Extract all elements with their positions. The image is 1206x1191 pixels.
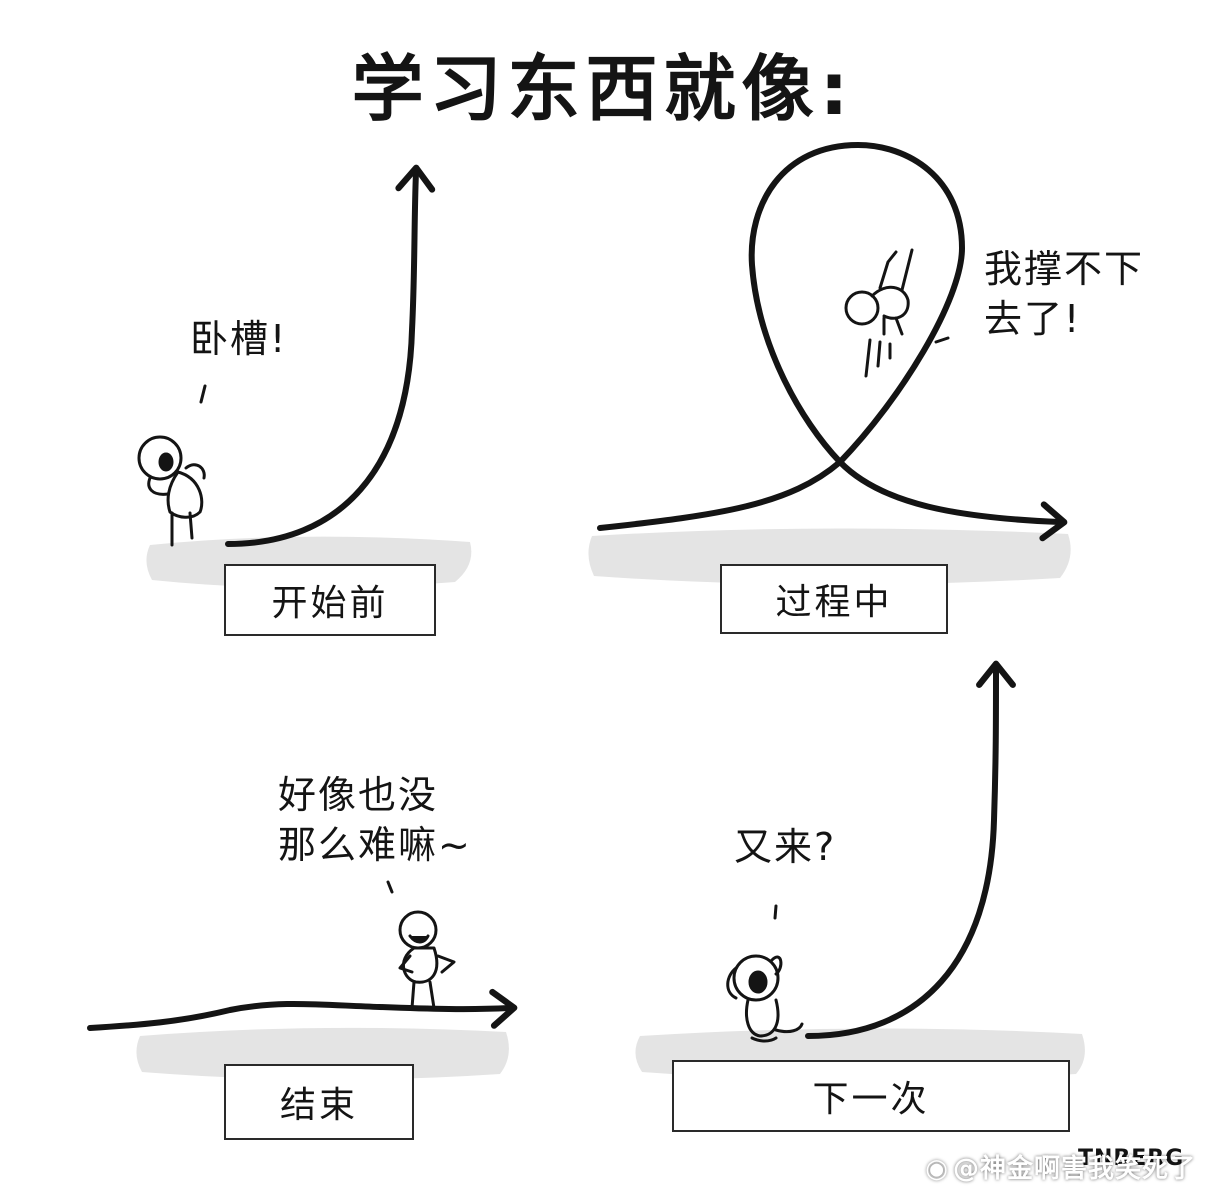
ground-shadow-2	[588, 528, 1071, 585]
artist-signature: TNBERG	[1078, 1146, 1185, 1171]
figure-surprised	[137, 384, 207, 547]
label-before-start: 开始前	[224, 564, 436, 636]
speech-before-start: 卧槽!	[190, 317, 288, 361]
speech-next-time: 又来?	[734, 825, 837, 869]
figure-relaxed	[386, 880, 456, 1010]
weibo-logo-icon: ◉	[925, 1154, 949, 1184]
watermark-text: @神金啊害我笑死了	[952, 1154, 1196, 1184]
curve-in-progress	[597, 142, 1068, 542]
label-next-time: 下一次	[672, 1060, 1070, 1132]
label-end: 结束	[224, 1064, 414, 1140]
curve-next-time	[805, 660, 1016, 1039]
figure-falling	[844, 248, 950, 378]
label-in-progress: 过程中	[720, 564, 948, 634]
speech-in-progress: 我撑不下 去了!	[984, 247, 1145, 341]
watermark: ◉@神金啊害我笑死了	[925, 1148, 1196, 1185]
curve-end	[87, 988, 518, 1031]
figure-screaming	[726, 904, 804, 1043]
page-title: 学习东西就像:	[351, 47, 855, 131]
curve-before-start	[225, 164, 436, 547]
speech-end: 好像也没 那么难嘛~	[278, 773, 472, 867]
